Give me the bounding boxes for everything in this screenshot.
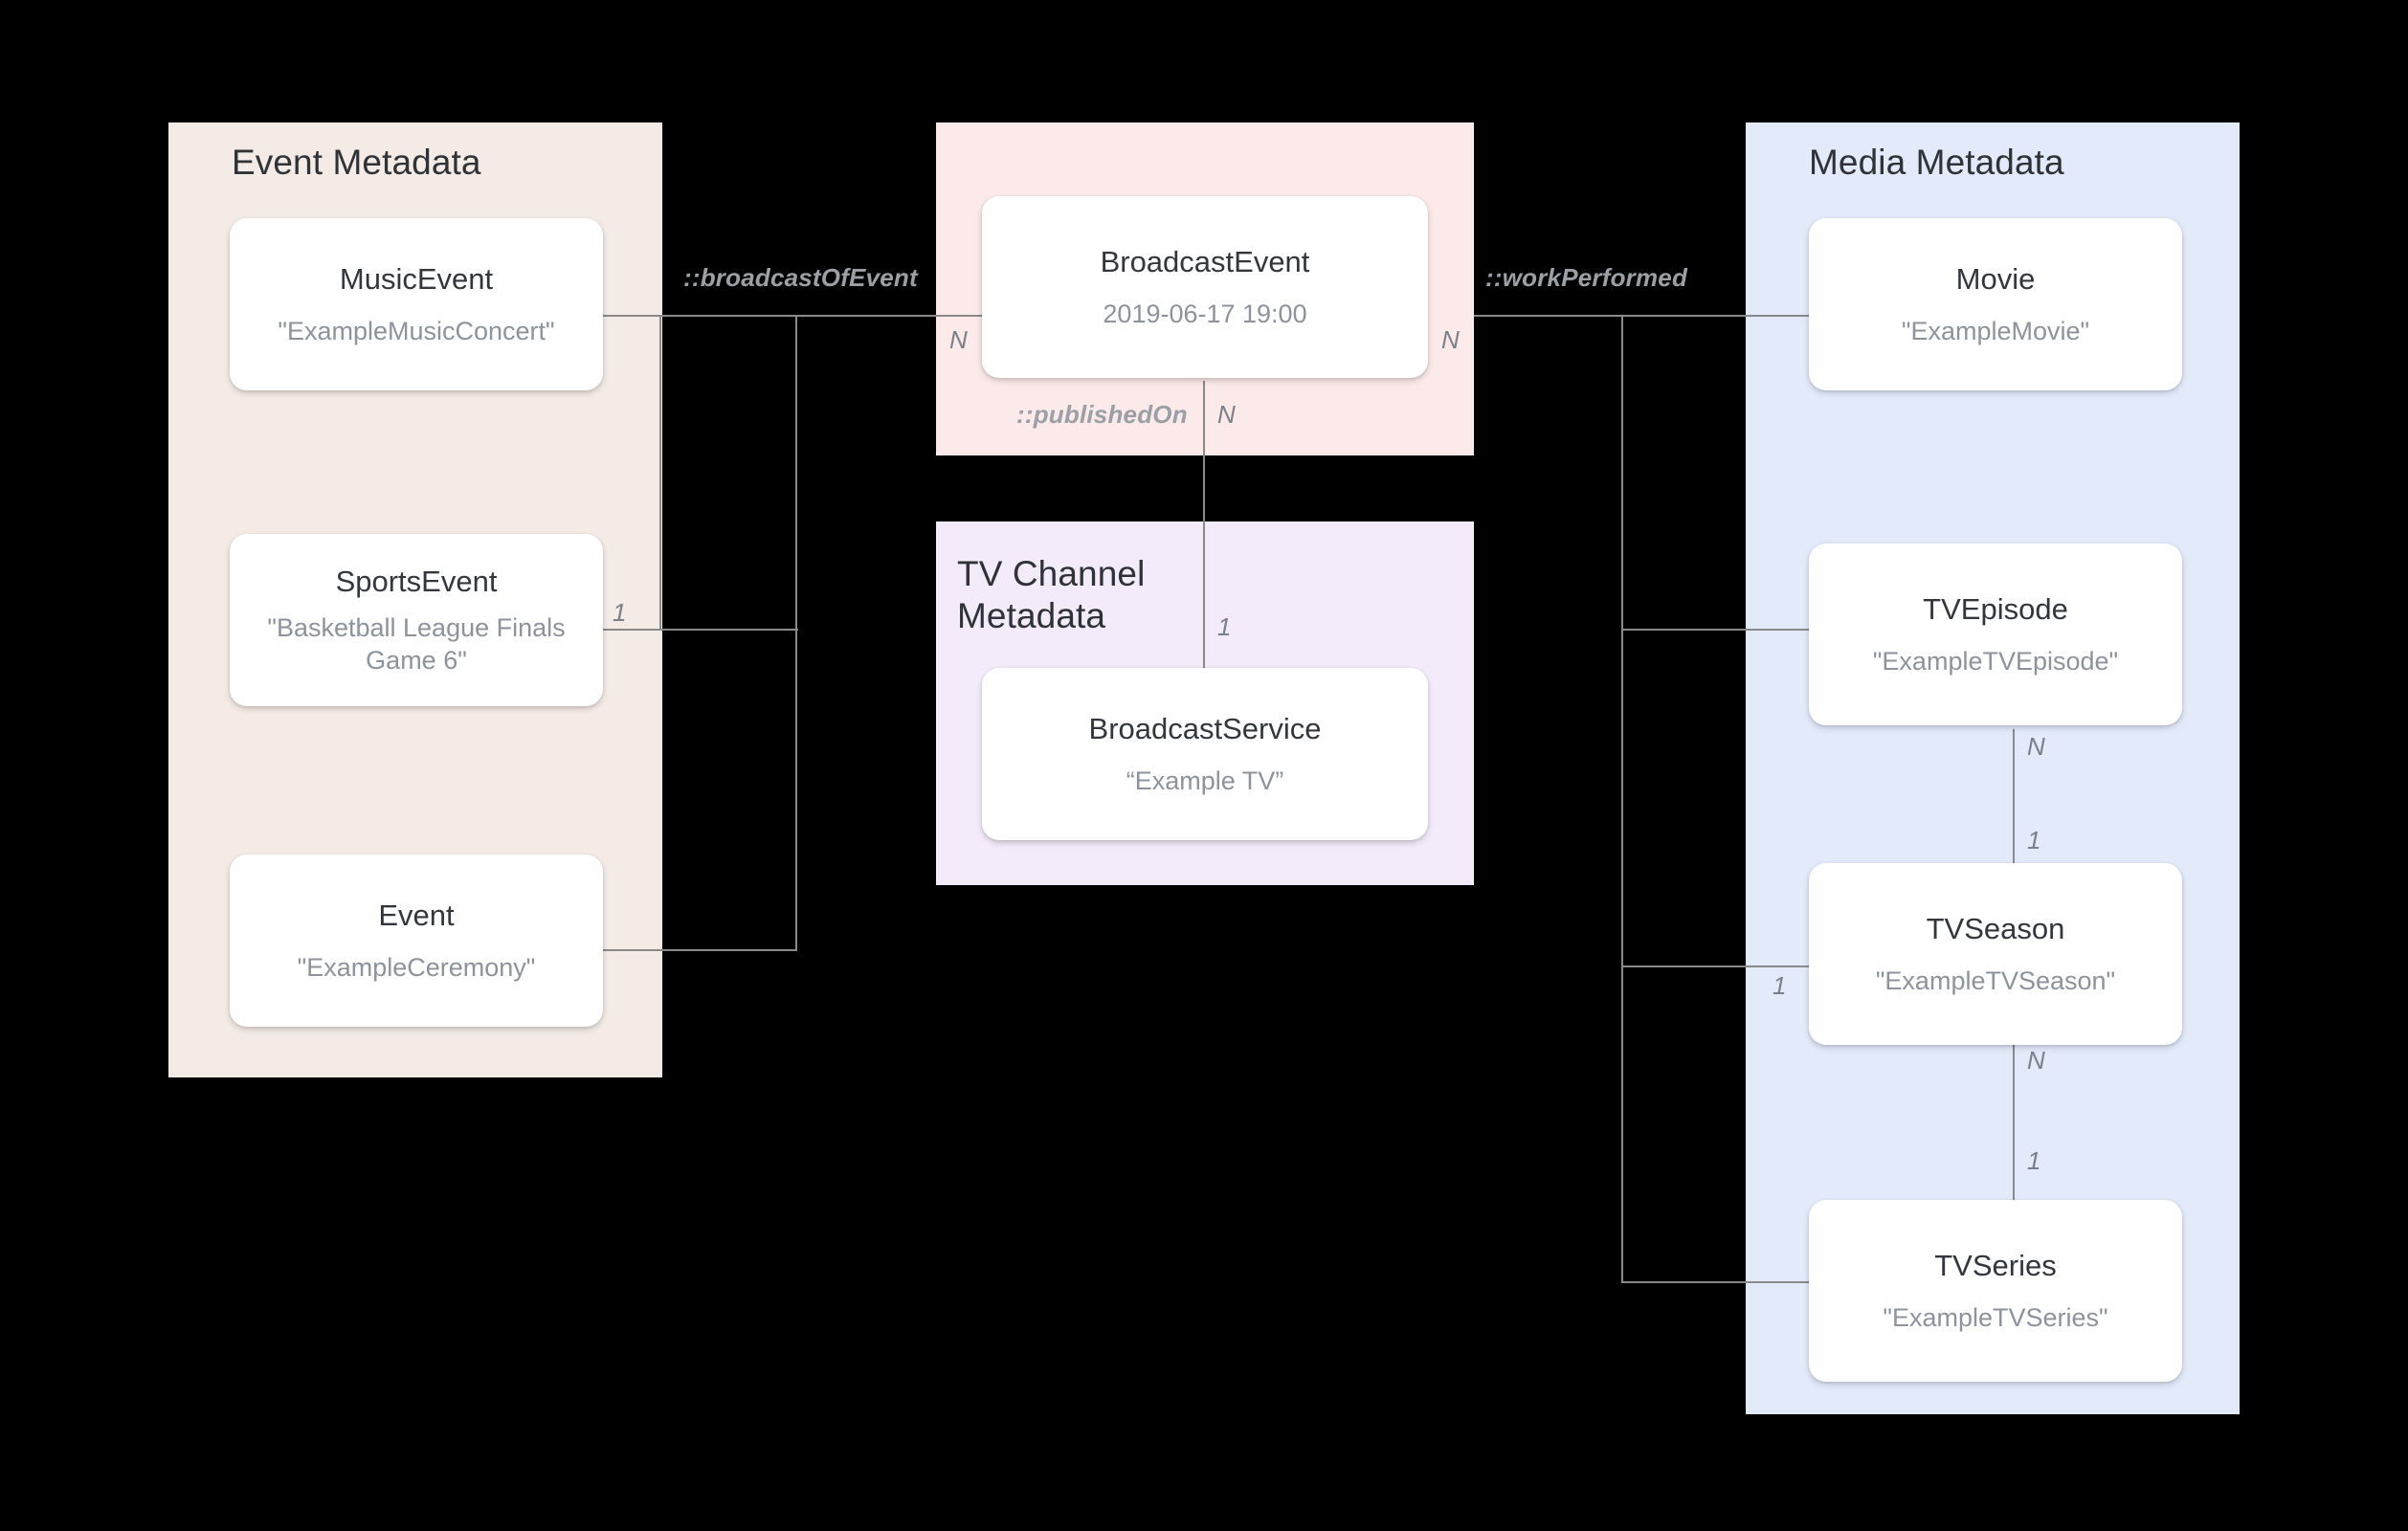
node-tv-episode[interactable]: TVEpisode "ExampleTVEpisode" bbox=[1809, 544, 2182, 725]
edge-published-on-vertical bbox=[1203, 381, 1205, 668]
node-broadcast-service[interactable]: BroadcastService “Example TV” bbox=[982, 668, 1428, 840]
node-sports-event-title: SportsEvent bbox=[335, 564, 498, 598]
edge-work-performed-horizontal bbox=[1474, 315, 1809, 317]
node-tv-season-title: TVSeason bbox=[1926, 911, 2065, 945]
node-event-title: Event bbox=[378, 898, 455, 932]
edge-event-horizontal bbox=[599, 949, 797, 951]
node-broadcast-event[interactable]: BroadcastEvent 2019-06-17 19:00 bbox=[982, 196, 1428, 378]
node-tv-series[interactable]: TVSeries "ExampleTVSeries" bbox=[1809, 1200, 2182, 1382]
edge-branch-tv-episode bbox=[1621, 629, 1809, 631]
cardinality-tv-season-left: 1 bbox=[1773, 971, 1787, 1000]
node-broadcast-event-title: BroadcastEvent bbox=[1100, 244, 1310, 278]
node-movie-title: Movie bbox=[1955, 261, 2036, 296]
node-event[interactable]: Event "ExampleCeremony" bbox=[230, 854, 603, 1027]
edge-trunk-left-lower bbox=[795, 315, 797, 951]
edge-music-event-horizontal bbox=[599, 315, 982, 317]
node-broadcast-event-value: 2019-06-17 19:00 bbox=[1103, 299, 1307, 328]
cardinality-tv-series-top: 1 bbox=[2027, 1146, 2041, 1175]
node-tv-series-title: TVSeries bbox=[1934, 1248, 2057, 1282]
node-sports-event[interactable]: SportsEvent "Basketball League Finals Ga… bbox=[230, 534, 603, 706]
node-tv-series-value: "ExampleTVSeries" bbox=[1883, 1302, 2108, 1332]
cardinality-tv-episode-bottom: N bbox=[2027, 732, 2045, 761]
edge-trunk-left-upper bbox=[659, 315, 661, 631]
node-tv-episode-title: TVEpisode bbox=[1923, 591, 2068, 626]
node-sports-event-value: "Basketball League Finals Game 6" bbox=[267, 613, 566, 675]
cardinality-broadcast-service-top: 1 bbox=[1217, 612, 1232, 641]
edge-branch-tv-season bbox=[1621, 965, 1809, 967]
edge-branch-tv-series bbox=[1621, 1281, 1809, 1283]
relationship-label-published-on: ::publishedOn bbox=[1016, 400, 1188, 429]
cardinality-broadcast-event-right: N bbox=[1441, 325, 1460, 354]
node-tv-season[interactable]: TVSeason "ExampleTVSeason" bbox=[1809, 863, 2182, 1045]
node-music-event[interactable]: MusicEvent "ExampleMusicConcert" bbox=[230, 218, 603, 390]
group-title-tv-channel-metadata: TV Channel Metadata bbox=[957, 554, 1146, 635]
cardinality-tv-season-top: 1 bbox=[2027, 826, 2041, 854]
node-event-value: "ExampleCeremony" bbox=[297, 952, 536, 982]
relationship-label-work-performed: ::workPerformed bbox=[1485, 263, 1688, 292]
edge-tv-season-tv-series bbox=[2013, 1043, 2015, 1213]
node-music-event-value: "ExampleMusicConcert" bbox=[278, 316, 555, 345]
cardinality-sports-event: 1 bbox=[613, 598, 627, 627]
node-tv-season-value: "ExampleTVSeason" bbox=[1875, 965, 2116, 995]
cardinality-broadcast-event-left: N bbox=[949, 325, 968, 354]
edge-tv-episode-tv-season bbox=[2013, 729, 2015, 894]
cardinality-tv-season-bottom: N bbox=[2027, 1046, 2045, 1075]
edge-sports-event-horizontal bbox=[599, 629, 798, 631]
node-music-event-title: MusicEvent bbox=[339, 261, 494, 296]
group-title-event-metadata: Event Metadata bbox=[232, 143, 481, 182]
group-title-media-metadata: Media Metadata bbox=[1809, 143, 2064, 182]
edge-trunk-right bbox=[1621, 315, 1623, 1283]
relationship-label-broadcast-of-event: ::broadcastOfEvent bbox=[683, 263, 918, 292]
node-broadcast-service-value: “Example TV” bbox=[1126, 766, 1284, 795]
cardinality-broadcast-event-bottom: N bbox=[1217, 400, 1236, 429]
node-movie-value: "ExampleMovie" bbox=[1901, 316, 2090, 345]
node-tv-episode-value: "ExampleTVEpisode" bbox=[1872, 646, 2119, 676]
node-movie[interactable]: Movie "ExampleMovie" bbox=[1809, 218, 2182, 390]
node-broadcast-service-title: BroadcastService bbox=[1088, 711, 1322, 745]
